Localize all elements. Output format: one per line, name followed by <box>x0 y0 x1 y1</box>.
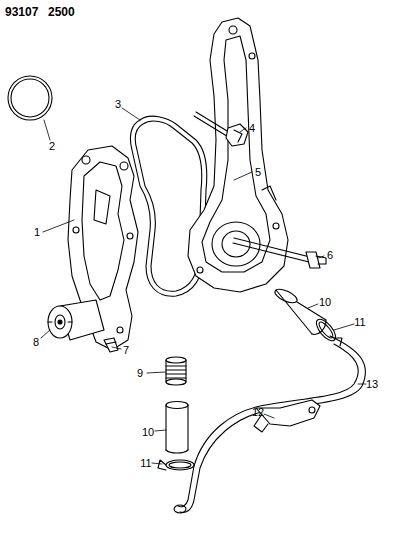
callout-number: 1 <box>34 227 40 238</box>
stud-part <box>234 238 314 258</box>
o-ring-part <box>8 76 52 120</box>
hose <box>166 402 188 454</box>
leader-line-part <box>155 430 166 431</box>
fitting-part <box>166 357 186 363</box>
callout-number: 11 <box>140 458 151 469</box>
drawing-number: 93107 <box>5 6 38 18</box>
drain-plug-part <box>106 342 116 344</box>
callout-number: 13 <box>366 379 378 390</box>
pump-housing-part <box>262 186 276 200</box>
water-pump-part <box>73 227 79 233</box>
drain-plug <box>104 338 118 352</box>
coolant-tube <box>174 336 365 513</box>
stud-part <box>233 243 313 263</box>
water-pump-part <box>120 162 128 170</box>
leader-line-part <box>240 128 246 132</box>
water-pump-part <box>127 233 133 239</box>
callout-number: 6 <box>327 250 333 261</box>
water-pump-part <box>117 327 123 333</box>
leader-line-part <box>43 220 74 232</box>
leader-line-part <box>264 414 274 418</box>
callout-number: 7 <box>123 345 129 356</box>
bolt-part <box>226 124 248 146</box>
leader-line-part <box>41 330 50 338</box>
hose-part <box>276 290 326 334</box>
leader-line-part <box>308 304 318 308</box>
water-pump-part <box>82 156 90 164</box>
hose-clamp <box>158 460 194 470</box>
leader-line-part <box>234 172 252 180</box>
stud <box>233 238 326 268</box>
pump-housing-part <box>197 267 203 273</box>
o-ring <box>8 76 52 120</box>
coolant-tube-part <box>174 505 186 513</box>
callout-number: 3 <box>115 99 121 110</box>
mounting-bracket-part <box>256 400 320 426</box>
pump-housing <box>188 18 288 292</box>
hose-clamp-part <box>166 460 194 470</box>
pump-housing-part <box>273 223 279 229</box>
hose-clamp <box>313 316 342 346</box>
leader-line-part <box>152 463 162 464</box>
drain-plug-part <box>104 338 118 352</box>
pump-housing-part <box>202 36 270 272</box>
pump-hub-part <box>58 320 62 324</box>
water-pump-part <box>94 190 110 224</box>
leader-line-part <box>358 384 366 385</box>
callout-number: 12 <box>252 407 264 418</box>
leader-line-part <box>318 256 324 258</box>
coolant-tube-part <box>180 336 365 513</box>
pump-housing-part <box>229 26 237 34</box>
pump-hub-part <box>55 315 65 329</box>
fitting-part <box>166 379 186 385</box>
hose-part <box>166 402 188 409</box>
leader-line-part <box>112 347 121 349</box>
hose <box>273 286 326 334</box>
leader-line-part <box>147 372 166 373</box>
hose-part <box>166 405 188 450</box>
pump-hub-part <box>48 321 72 322</box>
water-pump-part <box>82 162 124 300</box>
callout-number: 8 <box>33 337 39 348</box>
fitting <box>166 357 186 385</box>
callout-number: 10 <box>319 297 331 308</box>
leader-line-part <box>122 108 140 120</box>
pump-hub <box>48 300 104 340</box>
hose-clamp-part <box>158 460 166 470</box>
fitting-part <box>166 366 186 378</box>
bolt-part <box>196 112 232 134</box>
leader-line <box>41 108 366 464</box>
pump-hub-part <box>48 306 72 338</box>
coolant-tube-part <box>178 344 358 507</box>
stud-part <box>316 256 326 264</box>
leader-line-part <box>334 324 354 330</box>
pump-housing-part <box>188 18 288 292</box>
callout-number: 10 <box>142 427 154 438</box>
callout-number: 11 <box>354 317 365 328</box>
callout-number: 5 <box>255 167 261 178</box>
leader-line-part <box>44 120 50 140</box>
bolt <box>194 112 248 146</box>
callout-number: 2 <box>49 141 55 152</box>
hose-part <box>166 450 188 453</box>
pump-housing-part <box>249 53 255 59</box>
stud-part <box>306 252 320 268</box>
hose-clamp-part <box>169 462 191 468</box>
drawing-number: 2500 <box>48 6 75 18</box>
bolt-part <box>194 116 230 138</box>
o-ring-part <box>11 79 49 117</box>
callout-number: 4 <box>249 123 255 134</box>
mounting-bracket-part <box>309 407 315 413</box>
callout-number: 9 <box>137 368 143 379</box>
